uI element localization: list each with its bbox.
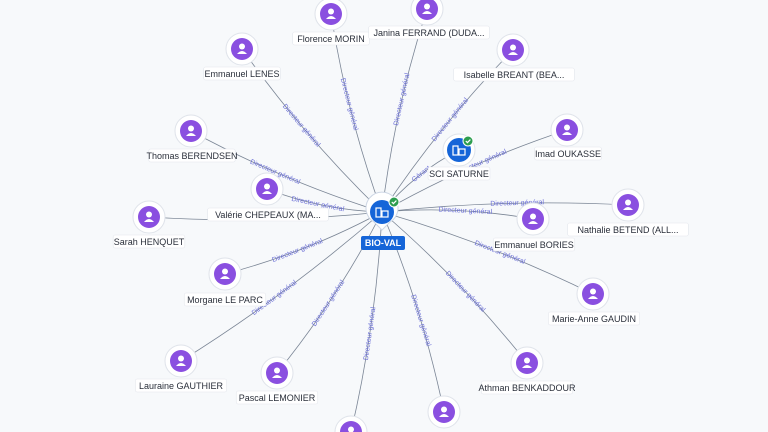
center-node-bio-val[interactable]: BIO-VAL (361, 191, 405, 250)
person-icon (272, 367, 282, 378)
node-bottom-left[interactable] (334, 415, 368, 432)
person-icon (623, 199, 633, 210)
edge-pascal (276, 211, 383, 374)
node-label: Emmanuel LENES (204, 69, 279, 79)
node-label-bg (135, 378, 227, 393)
node-label-bg (203, 66, 281, 81)
person-icon (220, 268, 230, 279)
node-label: Sarah HENQUET (114, 237, 185, 247)
edge-bottom-right (381, 211, 445, 413)
node-imad[interactable]: Imad OUKASSE (534, 113, 602, 161)
node-sci-saturne[interactable]: SCI SATURNE (427, 133, 491, 181)
node-label-bg (567, 222, 689, 237)
edge-label-nathalie: Directeur général (490, 199, 544, 208)
node-marie-anne[interactable]: Marie-Anne GAUDIN (548, 277, 640, 326)
edge-lauraine (180, 211, 383, 362)
edge-label-athman: Directeur général (444, 270, 487, 314)
node-label: Emmanuel BORIES (494, 240, 574, 250)
node-label: Thomas BERENDSEN (146, 151, 237, 161)
node-label: Florence MORIN (297, 34, 365, 44)
node-pascal[interactable]: Pascal LEMONIER (235, 356, 319, 405)
edge-emmanuel-bories (381, 209, 534, 220)
node-florence[interactable]: Florence MORIN (292, 0, 370, 46)
node-sarah[interactable]: Sarah HENQUET (112, 200, 186, 249)
center-label-bg (361, 236, 405, 250)
node-nathalie[interactable]: Nathalie BETEND (ALL... (567, 188, 689, 237)
node-label-bg (368, 25, 490, 40)
node-label: Morgane LE PARC (187, 295, 263, 305)
building-icon (452, 145, 466, 156)
verified-check-icon (462, 135, 474, 147)
node-bottom-right[interactable] (427, 395, 461, 429)
building-icon (375, 207, 389, 218)
edge-thomas (190, 130, 383, 213)
person-icon (588, 288, 598, 299)
edge-label-bottom-left: Directeur général (363, 306, 377, 361)
edge-janina (381, 8, 428, 213)
node-emmanuel-lenes[interactable]: Emmanuel LENES (203, 32, 281, 81)
node-label-bg (548, 311, 640, 326)
edge-label-janina: Directeur général (393, 72, 412, 126)
person-icon (528, 213, 538, 224)
nodes-layer: Florence MORIN Janina FERRAND (DUDA... Isa… (112, 0, 689, 432)
node-athman[interactable]: Athman BENKADDOUR (478, 346, 576, 395)
node-label: Marie-Anne GAUDIN (552, 314, 636, 324)
node-thomas[interactable]: Thomas BERENDSEN (146, 114, 238, 163)
person-icon (508, 44, 518, 55)
edge-label-pascal: Directeur général (311, 279, 346, 328)
node-label-bg (148, 148, 236, 163)
person-icon (237, 43, 247, 54)
node-label: Pascal LEMONIER (239, 393, 316, 403)
edges-layer (148, 8, 629, 432)
edge-nathalie (381, 202, 629, 213)
node-label-bg (453, 67, 575, 82)
edge-label-emmanuel-lenes: Directeur général (281, 103, 322, 149)
node-valerie[interactable]: Valérie CHEPEAUX (MA... (207, 172, 329, 222)
edge-label-florence: Directeur général (339, 78, 359, 132)
person-disc (416, 0, 438, 20)
person-icon (326, 8, 336, 19)
node-label-bg (492, 237, 576, 252)
node-label-bg (481, 380, 573, 395)
person-icon (422, 3, 432, 14)
person-icon (439, 406, 449, 417)
node-label: Imad OUKASSE (535, 149, 601, 159)
node-isabelle[interactable]: Isabelle BREANT (BEA... (453, 33, 575, 82)
node-lauraine[interactable]: Lauraine GAUTHIER (135, 344, 227, 393)
person-icon (176, 355, 186, 366)
edge-imad (381, 129, 568, 213)
node-emmanuel-bories[interactable]: Emmanuel BORIES (492, 202, 576, 252)
center-label: BIO-VAL (365, 238, 402, 248)
node-label: Isabelle BREANT (BEA... (464, 70, 565, 80)
node-label: Valérie CHEPEAUX (MA... (215, 210, 321, 220)
node-label-bg (183, 292, 267, 307)
person-icon (186, 125, 196, 136)
node-label-bg (207, 207, 329, 222)
person-icon (262, 183, 272, 194)
node-label: Nathalie BETEND (ALL... (577, 225, 678, 235)
verified-check-icon (388, 196, 400, 208)
person-icon (562, 124, 572, 135)
person-icon (348, 426, 354, 432)
node-morgane[interactable]: Morgane LE PARC (183, 257, 267, 307)
edge-label-bottom-right: Directeur général (409, 294, 432, 348)
node-label-bg (235, 390, 319, 405)
edge-marie-anne (381, 211, 594, 295)
node-label: SCI SATURNE (429, 169, 489, 179)
node-label: Lauraine GAUTHIER (139, 381, 224, 391)
edge-morgane (224, 211, 383, 275)
person-icon (144, 211, 154, 222)
node-janina[interactable]: Janina FERRAND (DUDA... (368, 0, 490, 40)
node-label-bg (534, 146, 602, 161)
edge-label-morgane: Directeur général (271, 238, 324, 264)
edge-athman (381, 211, 528, 364)
node-label: Athman BENKADDOUR (478, 383, 576, 393)
node-label: Janina FERRAND (DUDA... (373, 28, 484, 38)
node-label-bg (427, 166, 491, 181)
edge-label-emmanuel-bories: Directeur général (438, 207, 492, 216)
node-label-bg (112, 234, 186, 249)
person-icon (522, 357, 532, 368)
